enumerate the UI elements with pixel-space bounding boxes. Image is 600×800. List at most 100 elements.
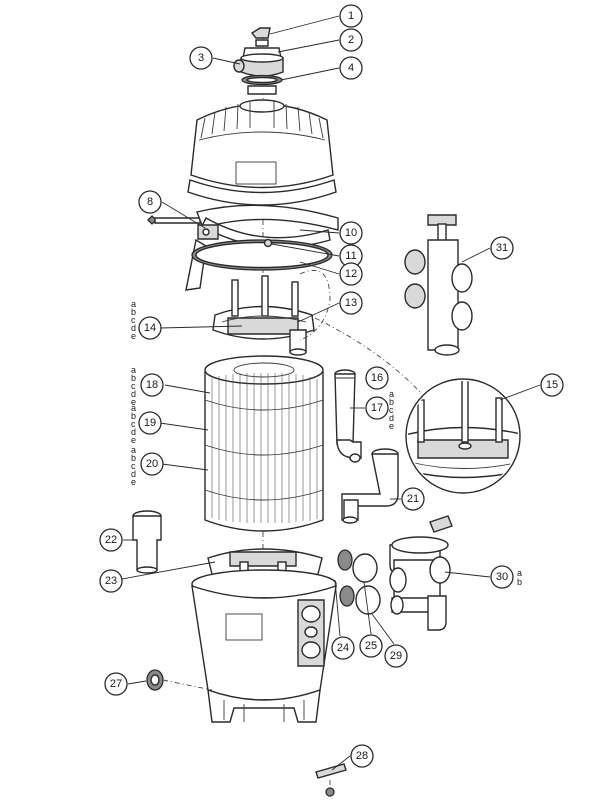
variant-letter: b [131,307,136,317]
variant-letters-20: a b c d e [131,445,136,487]
variant-letter: b [131,373,136,383]
variant-letters-18: a b c d e [131,365,136,407]
variant-letters-30: a b [517,568,522,587]
callout-number: 28 [356,750,368,762]
callout-number: 4 [348,62,354,74]
callout-number: 29 [390,650,402,662]
tank-lid [187,99,337,206]
callout-number: 2 [348,34,354,46]
callout-number: 16 [371,372,383,384]
callout-3: 3 [189,46,213,70]
callout-25: 25 [359,634,383,658]
callout-number: 8 [147,196,153,208]
variant-letter: d [131,323,136,333]
callout-number: 21 [407,493,419,505]
callout-number: 30 [496,571,508,583]
callout-number: 15 [546,379,558,391]
tank-body [191,548,337,723]
bulkhead-elbow [341,448,399,524]
callout-number: 10 [345,227,357,239]
callout-13: 13 [339,291,363,315]
callout-31: 31 [490,236,514,260]
callout-10: 10 [339,221,363,245]
callout-27: 27 [104,672,128,696]
callout-21: 21 [401,487,425,511]
variant-letter: a [389,389,394,399]
callout-number: 14 [144,322,156,334]
backwash-valve [404,214,473,356]
variant-letter: c [389,405,394,415]
callout-number: 19 [144,417,156,429]
drain-plug [146,669,213,691]
variant-letter: c [131,315,136,325]
callout-1: 1 [339,4,363,28]
variant-letter: e [131,331,136,341]
callout-number: 20 [146,458,158,470]
variant-letters-19: a b c d e [131,403,136,445]
callout-22: 22 [99,528,123,552]
callout-number: 22 [105,534,117,546]
variant-letter: c [131,381,136,391]
callout-24: 24 [331,636,355,660]
callout-12: 12 [339,262,363,286]
variant-letter: c [131,461,136,471]
callout-number: 13 [345,297,357,309]
callout-15: 15 [540,373,564,397]
manifold [212,275,315,356]
variant-letter: d [131,427,136,437]
variant-letter: d [131,469,136,479]
clamp-assembly [147,204,339,291]
drain-clip [315,763,347,797]
callout-17: 17 [365,396,389,420]
variant-letter: b [131,453,136,463]
callout-number: 25 [365,640,377,652]
callout-8: 8 [138,190,162,214]
callout-number: 24 [337,642,349,654]
callout-number: 17 [371,402,383,414]
variant-letter: b [389,397,394,407]
variant-letter: b [131,411,136,421]
callout-16: 16 [365,366,389,390]
variant-letters-17: a b c d e [389,389,394,431]
callout-number: 11 [345,250,356,262]
callout-14: 14 [138,316,162,340]
variant-letters-14: a b c d e [131,299,136,341]
callout-19: 19 [138,411,162,435]
internal-air-tube [334,369,362,463]
callout-28: 28 [350,744,374,768]
callout-18: 18 [140,373,164,397]
variant-letter: d [131,389,136,399]
callout-2: 2 [339,28,363,52]
variant-letter: d [389,413,394,423]
manifold-detail-view [299,269,521,494]
callout-number: 1 [348,10,354,22]
callout-30: 30 [490,565,514,589]
callout-29: 29 [384,644,408,668]
callout-number: 18 [146,379,158,391]
variant-letter: e [131,397,136,407]
variant-letter: e [131,435,136,445]
variant-letter: e [131,477,136,487]
drain-adapter [132,510,162,574]
variant-letter: a [131,445,136,455]
callout-number: 23 [105,575,117,587]
variant-letter: a [517,568,522,578]
variant-letter: c [131,419,136,429]
variant-letter: a [131,365,136,375]
variant-letter: e [389,421,394,431]
callout-20: 20 [140,452,164,476]
leader-lines [121,15,541,771]
callout-number: 3 [198,52,204,64]
variant-letter: a [131,299,136,309]
callout-number: 31 [496,242,508,254]
multiport-valve [337,515,453,631]
variant-letter: a [131,403,136,413]
callout-number: 12 [345,268,357,280]
callout-4: 4 [339,56,363,80]
callout-number: 27 [110,678,122,690]
callout-23: 23 [99,569,123,593]
filter-cartridge [204,355,324,532]
air-relief-valve [233,27,284,95]
variant-letter: b [517,577,522,587]
